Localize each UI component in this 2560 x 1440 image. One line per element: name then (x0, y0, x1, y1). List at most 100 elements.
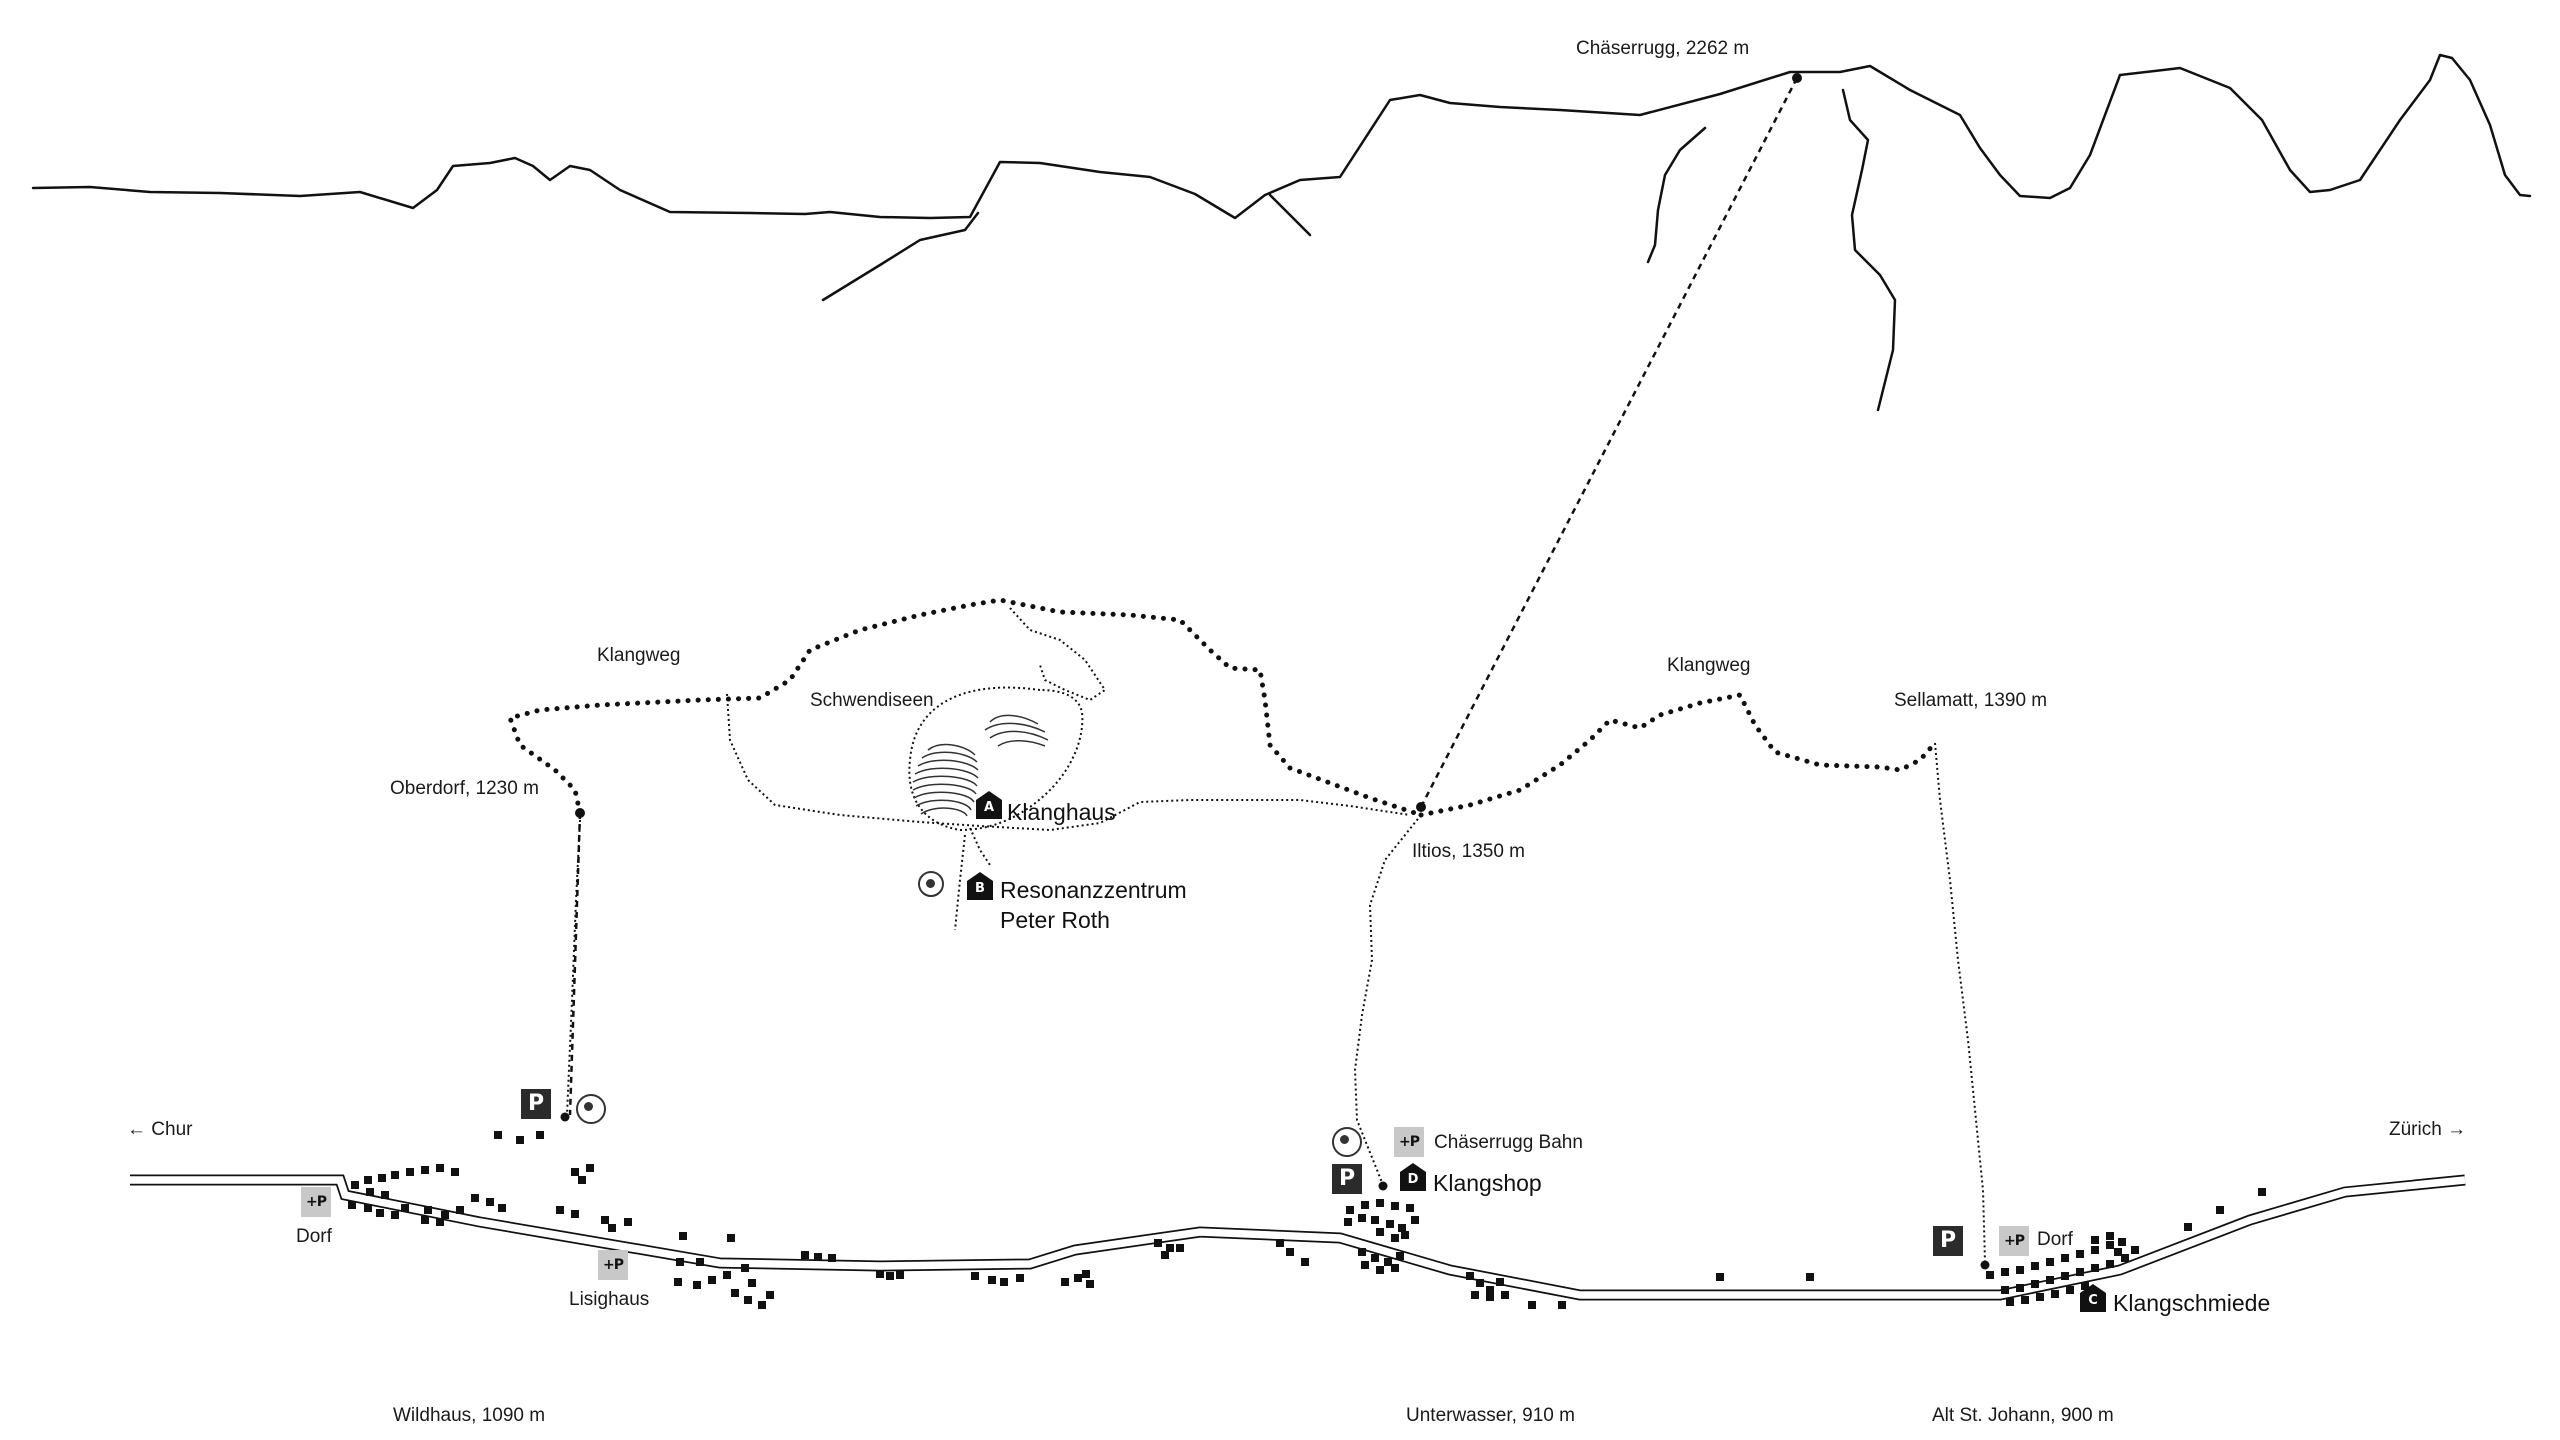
building-square (723, 1271, 731, 1279)
building-square (2216, 1206, 2224, 1214)
building-square (421, 1166, 429, 1174)
building-square (758, 1301, 766, 1309)
building-square (516, 1136, 524, 1144)
building-square (744, 1296, 752, 1304)
building-square (2076, 1268, 2084, 1276)
building-square (406, 1168, 414, 1176)
iltios-station-dot (1416, 802, 1426, 812)
unterwasser-trailhead-dot (1378, 1181, 1388, 1191)
building-square (376, 1209, 384, 1217)
building-square (886, 1272, 894, 1280)
building-square (988, 1276, 996, 1284)
building-square (2006, 1298, 2014, 1306)
access-trails (568, 812, 582, 1116)
building-square (608, 1224, 616, 1232)
building-square (1716, 1273, 1724, 1281)
iltios-label: Iltios, 1350 m (1412, 841, 1525, 862)
direction-east-label: Zürich → (2389, 1119, 2467, 1140)
venue-b-label-line2[interactable]: Peter Roth (1000, 907, 1110, 933)
building-square (401, 1204, 409, 1212)
building-square (1301, 1258, 1309, 1266)
sellamatt-label: Sellamatt, 1390 m (1894, 690, 2048, 711)
building-square (1476, 1279, 1484, 1287)
building-square (556, 1206, 564, 1214)
building-square (2036, 1293, 2044, 1301)
building-square (1286, 1248, 1294, 1256)
building-square (748, 1279, 756, 1287)
building-square (693, 1281, 701, 1289)
building-square (1074, 1274, 1082, 1282)
building-square (1486, 1286, 1494, 1294)
building-square (1391, 1234, 1399, 1242)
building-square (1376, 1266, 1384, 1274)
building-square (2051, 1290, 2059, 1298)
building-square (828, 1254, 836, 1262)
building-square (391, 1171, 399, 1179)
building-square (2121, 1254, 2129, 1262)
lisighaus-label: Lisighaus (569, 1289, 650, 1310)
building-square (601, 1216, 609, 1224)
building-square (1276, 1239, 1284, 1247)
unterwasser-label: Unterwasser, 910 m (1406, 1405, 1575, 1426)
klangweg-west-label: Klangweg (597, 645, 681, 666)
parking-altstjohann-icon: P (1933, 1226, 1963, 1256)
building-square (436, 1164, 444, 1172)
building-square (1398, 1224, 1406, 1232)
building-square (378, 1174, 386, 1182)
building-square (1358, 1214, 1366, 1222)
building-square (2066, 1286, 2074, 1294)
building-square (1376, 1199, 1384, 1207)
venue-a-label[interactable]: Klanghaus (1007, 799, 1116, 825)
building-square (1486, 1293, 1494, 1301)
alt-st-johann-label: Alt St. Johann, 900 m (1932, 1405, 2114, 1426)
building-square (1401, 1231, 1409, 1239)
building-square (2258, 1188, 2266, 1196)
building-square (1371, 1216, 1379, 1224)
building-square (351, 1181, 359, 1189)
building-square (676, 1258, 684, 1266)
viewpoint-unterwasser-icon (1332, 1127, 1362, 1157)
building-square (1346, 1206, 1354, 1214)
building-square (1161, 1251, 1169, 1259)
building-square (578, 1176, 586, 1184)
klangweg-east-label: Klangweg (1667, 655, 1751, 676)
building-square (1361, 1201, 1369, 1209)
building-square (2031, 1280, 2039, 1288)
building-square (971, 1272, 979, 1280)
dorf-east-label: Dorf (2037, 1229, 2073, 1250)
building-square (2184, 1223, 2192, 1231)
building-square (1344, 1218, 1352, 1226)
building-square (1496, 1278, 1504, 1286)
building-square (1391, 1202, 1399, 1210)
building-square (2091, 1246, 2099, 1254)
building-square (391, 1211, 399, 1219)
wildhaus-label: Wildhaus, 1090 m (393, 1405, 546, 1426)
building-square (1361, 1261, 1369, 1269)
building-square (2046, 1258, 2054, 1266)
building-square (1411, 1216, 1419, 1224)
building-square (2016, 1284, 2024, 1292)
cable-car-line (1419, 77, 1799, 808)
building-square (1391, 1264, 1399, 1272)
main-road (130, 1174, 2466, 1301)
building-square (1376, 1228, 1384, 1236)
venue-d-label[interactable]: Klangshop (1433, 1170, 1542, 1196)
venue-b-label-line1[interactable]: Resonanzzentrum (1000, 877, 1187, 903)
building-square (2081, 1282, 2089, 1290)
building-square (424, 1206, 432, 1214)
building-square (1806, 1273, 1814, 1281)
direction-west-label: ← Chur (127, 1119, 193, 1140)
klangweg-trail (506, 597, 1938, 818)
building-square (696, 1258, 704, 1266)
mountain-skyline (31, 53, 2532, 412)
building-square (2091, 1236, 2099, 1244)
building-square (1406, 1204, 1414, 1212)
building-square (801, 1251, 809, 1259)
bus-stop-dorf-west-icon: +P (301, 1187, 331, 1217)
building-square (1371, 1254, 1379, 1262)
summit-station-dot (1792, 73, 1802, 83)
building-square (494, 1131, 502, 1139)
venue-c-label[interactable]: Klangschmiede (2113, 1290, 2271, 1316)
building-square (586, 1164, 594, 1172)
